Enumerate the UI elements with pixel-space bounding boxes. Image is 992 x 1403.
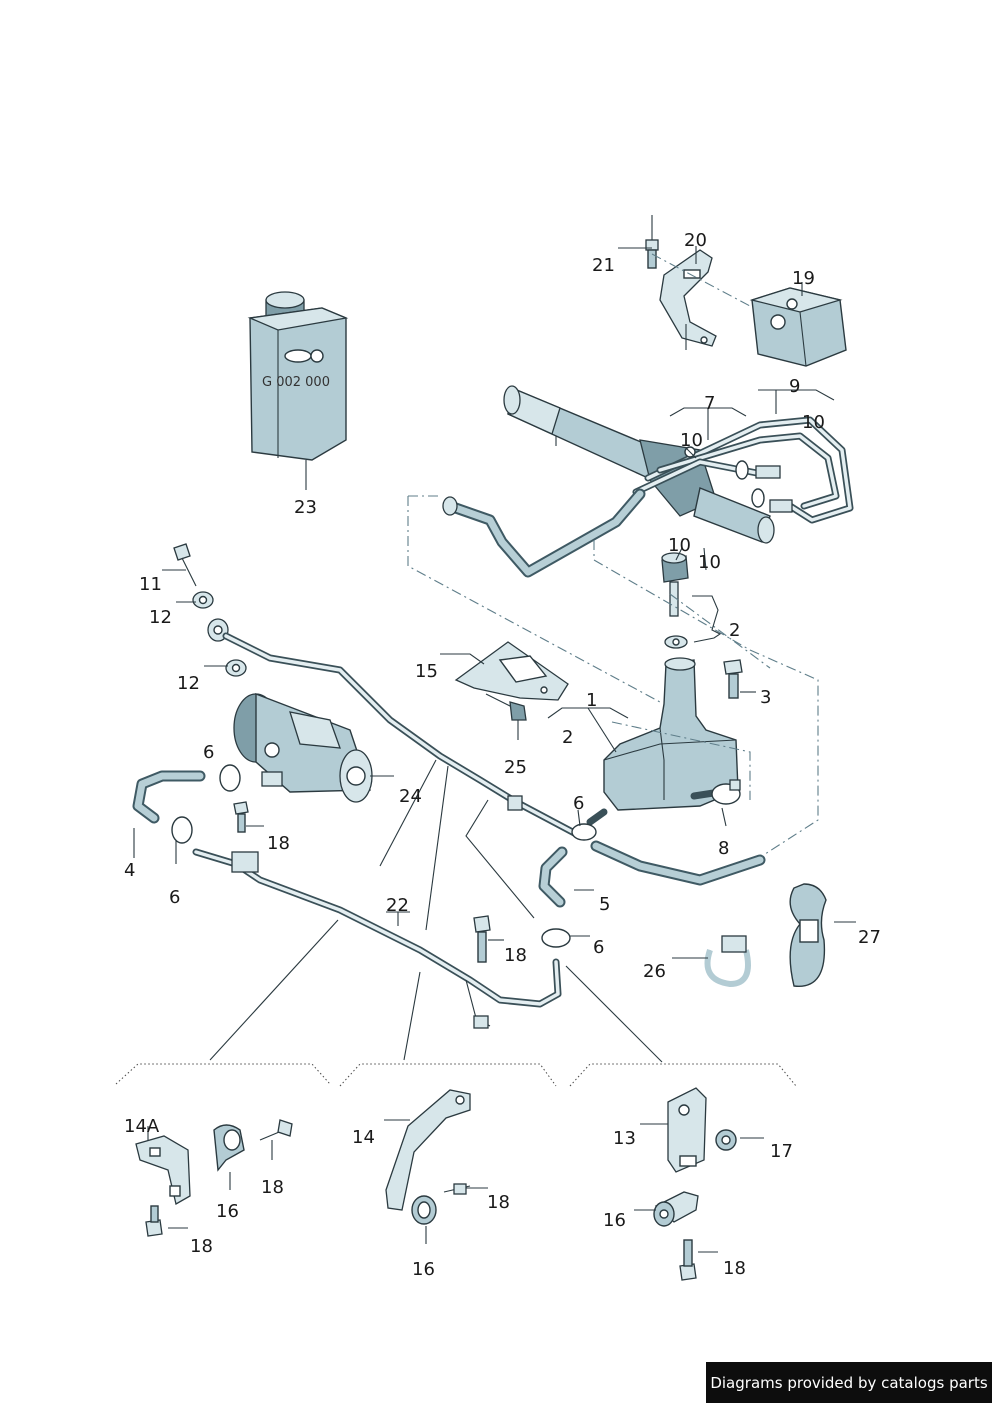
callout-6-a: 6	[203, 742, 214, 763]
clip-26	[704, 935, 751, 988]
detail-box-left	[115, 1063, 331, 1237]
callout-6-d: 6	[593, 937, 604, 958]
callout-22: 22	[386, 895, 409, 916]
callout-18-b: 18	[504, 945, 527, 966]
hose-clamp-8	[711, 779, 741, 805]
banjo-bolts-10	[684, 446, 793, 513]
steering-gear	[503, 385, 775, 544]
hose-5	[538, 846, 568, 908]
callouts: 21 20 19 9 7 10 10 10 10 23 11 12 12 2 3…	[124, 230, 881, 1280]
callout-18-e: 18	[487, 1192, 510, 1213]
callout-18-d: 18	[261, 1177, 284, 1198]
callout-10-c: 10	[668, 535, 691, 556]
dash-lines	[407, 253, 819, 857]
callout-4: 4	[124, 860, 135, 881]
callout-5: 5	[599, 894, 610, 915]
banjo-bolt-11	[173, 543, 197, 587]
supply-line-lower	[192, 848, 562, 1029]
callout-16-c: 16	[603, 1210, 626, 1231]
callout-25: 25	[504, 757, 527, 778]
hose-clamp-6-b	[171, 816, 193, 844]
clip-27	[789, 883, 827, 987]
hose-clamp-6-a	[219, 764, 241, 792]
callout-12-a: 12	[149, 607, 172, 628]
callout-11: 11	[139, 574, 162, 595]
relay-19	[749, 287, 847, 367]
callout-3: 3	[760, 687, 771, 708]
detail-box-middle	[339, 1063, 557, 1225]
callout-18-a: 18	[267, 833, 290, 854]
return-hose	[442, 488, 646, 578]
power-steering-pump-24	[233, 692, 373, 803]
callout-12-b: 12	[177, 673, 200, 694]
hose-clamp-6-c	[571, 823, 597, 841]
callout-2-a: 2	[729, 620, 740, 641]
bracket-15	[454, 641, 569, 701]
callout-1: 1	[586, 690, 597, 711]
callout-21: 21	[592, 255, 615, 276]
callout-27: 27	[858, 927, 881, 948]
callout-20: 20	[684, 230, 707, 251]
callout-24: 24	[399, 786, 422, 807]
bolt-3	[723, 659, 743, 699]
callout-6-c: 6	[169, 887, 180, 908]
sealing-ring-12-lower	[225, 659, 247, 677]
pin-21	[645, 215, 659, 269]
bracket-20	[659, 249, 717, 347]
detail-box-right	[569, 1063, 797, 1281]
callout-16-b: 16	[412, 1259, 435, 1280]
footer-credit: Diagrams provided by catalogs parts	[706, 1362, 992, 1403]
callout-14a: 14A	[124, 1116, 160, 1137]
callout-17: 17	[770, 1141, 793, 1162]
callout-15: 15	[415, 661, 438, 682]
callout-26: 26	[643, 961, 666, 982]
callout-10-b: 10	[802, 412, 825, 433]
callout-10-a: 10	[680, 430, 703, 451]
callout-13: 13	[613, 1128, 636, 1149]
leader-lines	[133, 246, 856, 1253]
hose-4	[132, 770, 206, 824]
hose-clamp-6-d	[541, 928, 571, 948]
callout-8: 8	[718, 838, 729, 859]
callout-7: 7	[704, 393, 715, 414]
callout-18-c: 18	[190, 1236, 213, 1257]
bolt-18-pump	[233, 801, 249, 833]
callout-23: 23	[294, 497, 317, 518]
callout-16-a: 16	[216, 1201, 239, 1222]
callout-2-b: 2	[562, 727, 573, 748]
bolt-18-mid	[473, 915, 491, 963]
callout-19: 19	[792, 268, 815, 289]
hydraulic-oil-can: G 002 000	[247, 291, 349, 461]
callout-10-d: 10	[698, 552, 721, 573]
callout-18-f: 18	[723, 1258, 746, 1279]
pressure-line-22	[207, 618, 584, 840]
callout-14: 14	[352, 1127, 375, 1148]
bolt-25	[485, 693, 527, 721]
sealing-ring-12-upper	[192, 591, 214, 609]
supply-hose-reservoir	[590, 840, 766, 886]
reservoir-cap-2	[661, 552, 689, 649]
oil-can-label: G 002 000	[262, 375, 330, 390]
callout-9: 9	[789, 376, 800, 397]
callout-6-b: 6	[573, 793, 584, 814]
